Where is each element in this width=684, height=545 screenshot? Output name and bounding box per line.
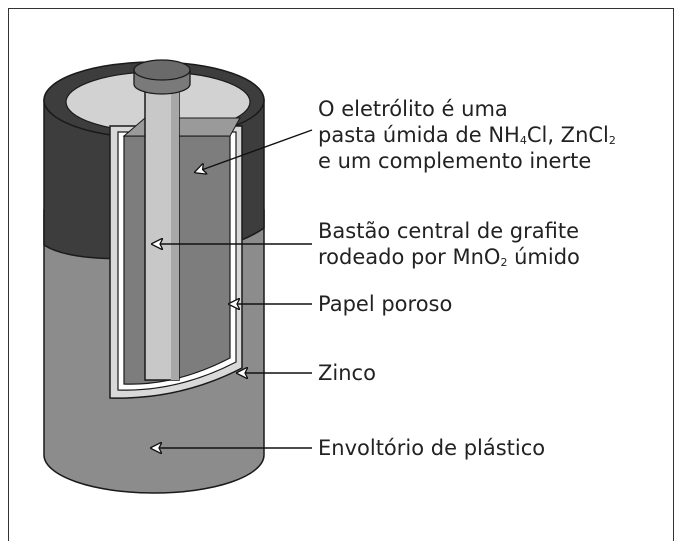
- label-electrolyte-line2: pasta úmida de NH4Cl, ZnCl2: [318, 123, 616, 147]
- label-zinc: Zinco: [318, 361, 376, 385]
- label-paper: Papel poroso: [318, 292, 453, 316]
- label-graphite-line2: rodeado por MnO2 úmido: [318, 245, 580, 269]
- label-graphite: Bastão central de grafite rodeado por Mn…: [318, 218, 580, 270]
- paste-top-face: [122, 117, 241, 137]
- cap-top: [133, 59, 191, 81]
- arrow-electrolyte: [196, 129, 313, 172]
- label-electrolyte: O eletrólito é uma pasta úmida de NH4Cl,…: [318, 96, 616, 174]
- label-electrolyte-line1: O eletrólito é uma: [318, 97, 508, 121]
- graphite-rod-shade: [171, 92, 179, 380]
- label-electrolyte-line3: e um complemento inerte: [318, 149, 592, 173]
- figure-frame: [8, 8, 674, 541]
- label-plastic: Envoltório de plástico: [318, 436, 546, 460]
- label-graphite-line1: Bastão central de grafite: [318, 219, 580, 243]
